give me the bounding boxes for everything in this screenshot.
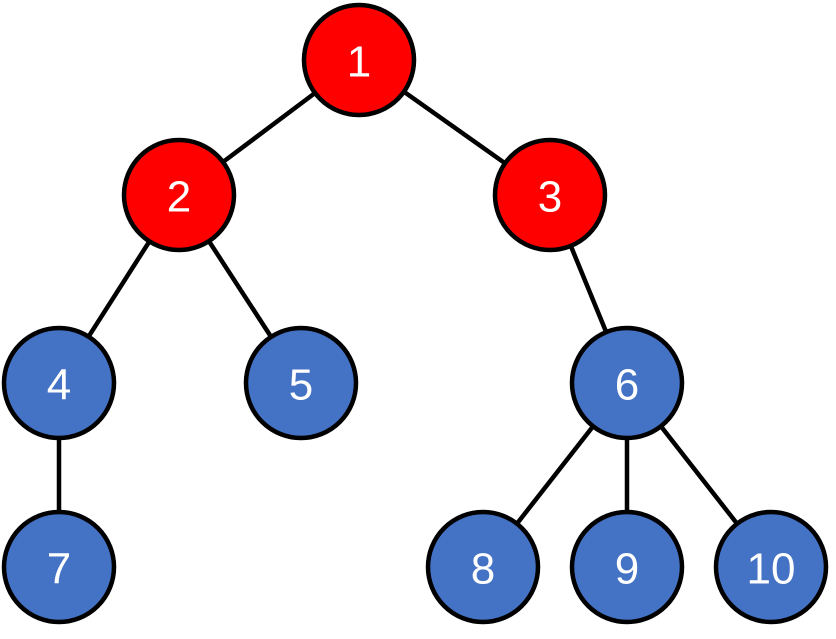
node-label-9: 9 (615, 545, 639, 594)
node-circle-5 (243, 325, 359, 441)
node-label-10: 10 (747, 545, 796, 594)
tree-node-9: 9 (569, 509, 685, 625)
tree-node-10: 10 (713, 509, 829, 625)
edge-2-5 (206, 238, 274, 340)
edge-1-3 (401, 89, 508, 166)
node-label-1: 1 (347, 38, 371, 87)
node-circle-10 (713, 509, 829, 625)
node-circle-3 (492, 137, 608, 253)
edges-layer (56, 89, 740, 526)
edge-6-8 (514, 424, 596, 526)
tree-node-1: 1 (301, 2, 417, 118)
node-circle-8 (425, 509, 541, 625)
node-circle-2 (121, 137, 237, 253)
edge-1-2 (220, 90, 318, 165)
tree-node-3: 3 (492, 137, 608, 253)
tree-node-4: 4 (1, 325, 117, 441)
edge-2-4 (86, 239, 152, 339)
node-label-8: 8 (471, 545, 495, 594)
node-label-3: 3 (538, 173, 562, 222)
node-label-7: 7 (47, 545, 71, 594)
node-circle-9 (569, 509, 685, 625)
node-label-6: 6 (615, 361, 639, 410)
tree-node-8: 8 (425, 509, 541, 625)
tree-node-6: 6 (569, 325, 685, 441)
edge-3-6 (568, 243, 609, 335)
node-circle-1 (301, 2, 417, 118)
tree-node-2: 2 (121, 137, 237, 253)
node-circle-6 (569, 325, 685, 441)
edge-6-10 (658, 424, 740, 526)
tree-node-7: 7 (1, 509, 117, 625)
node-circle-7 (1, 509, 117, 625)
nodes-layer: 1 2 3 4 5 6 7 8 9 10 (1, 2, 829, 625)
node-circle-4 (1, 325, 117, 441)
node-label-4: 4 (47, 361, 71, 410)
tree-node-5: 5 (243, 325, 359, 441)
node-label-5: 5 (289, 361, 313, 410)
node-label-2: 2 (167, 173, 191, 222)
